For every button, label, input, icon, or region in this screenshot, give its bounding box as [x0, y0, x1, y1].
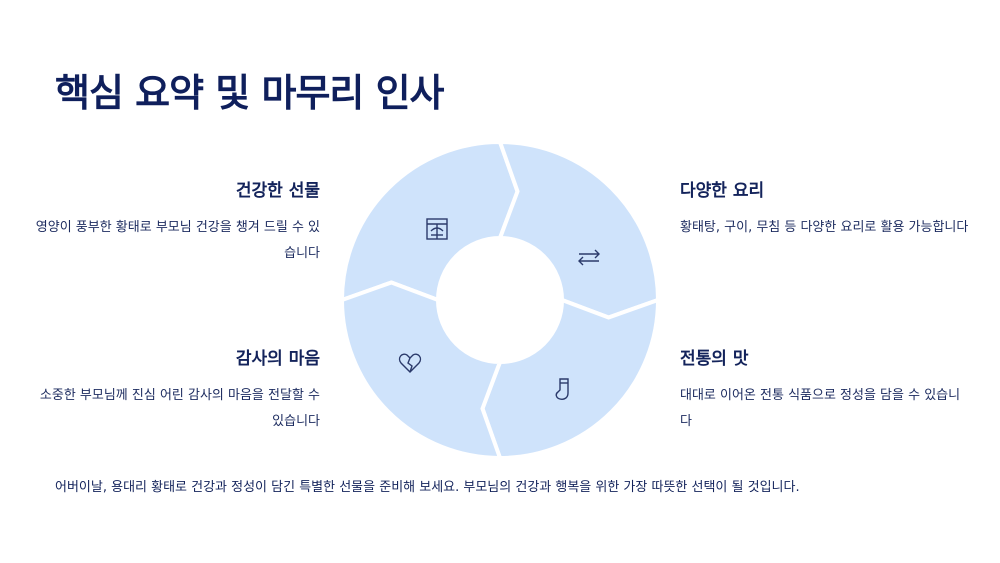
segment-traditional-taste: [480, 297, 660, 460]
item-heading: 감사의 마음: [235, 349, 320, 369]
page-title: 핵심 요약 및 마무리 인사: [55, 71, 445, 115]
item-text: 대대로 이어온 전통 식품으로 정성을 담을 수 있습니다: [680, 388, 961, 429]
item-heading: 전통의 맛: [680, 349, 749, 369]
cycle-diagram: [340, 140, 660, 460]
segment-various-dishes: [497, 140, 660, 320]
item-healthy-gift: 건강한 선물 영양이 풍부한 황태로 부모님 건강을 챙겨 드릴 수 있습니다: [30, 176, 320, 267]
closing-message: 어버이날, 용대리 황태로 건강과 정성이 담긴 특별한 선물을 준비해 보세요…: [55, 480, 800, 495]
heart-icon: [398, 353, 422, 373]
item-text: 황태탕, 구이, 무침 등 다양한 요리로 활용 가능합니다: [680, 220, 969, 235]
item-heading: 건강한 선물: [235, 181, 320, 201]
item-text: 소중한 부모님께 진심 어린 감사의 마음을 전달할 수 있습니다: [39, 388, 320, 429]
gift-box-icon: [426, 218, 448, 240]
item-various-dishes: 다양한 요리 황태탕, 구이, 무침 등 다양한 요리로 활용 가능합니다: [680, 176, 970, 241]
sock-icon: [555, 378, 569, 400]
segment-gratitude: [340, 280, 503, 460]
item-heading: 다양한 요리: [680, 181, 765, 201]
item-traditional-taste: 전통의 맛 대대로 이어온 전통 식품으로 정성을 담을 수 있습니다: [680, 344, 970, 435]
item-gratitude: 감사의 마음 소중한 부모님께 진심 어린 감사의 마음을 전달할 수 있습니다: [30, 344, 320, 435]
swap-arrows-icon: [578, 249, 600, 266]
segment-healthy-gift: [340, 140, 520, 303]
item-text: 영양이 풍부한 황태로 부모님 건강을 챙겨 드릴 수 있습니다: [35, 220, 320, 261]
